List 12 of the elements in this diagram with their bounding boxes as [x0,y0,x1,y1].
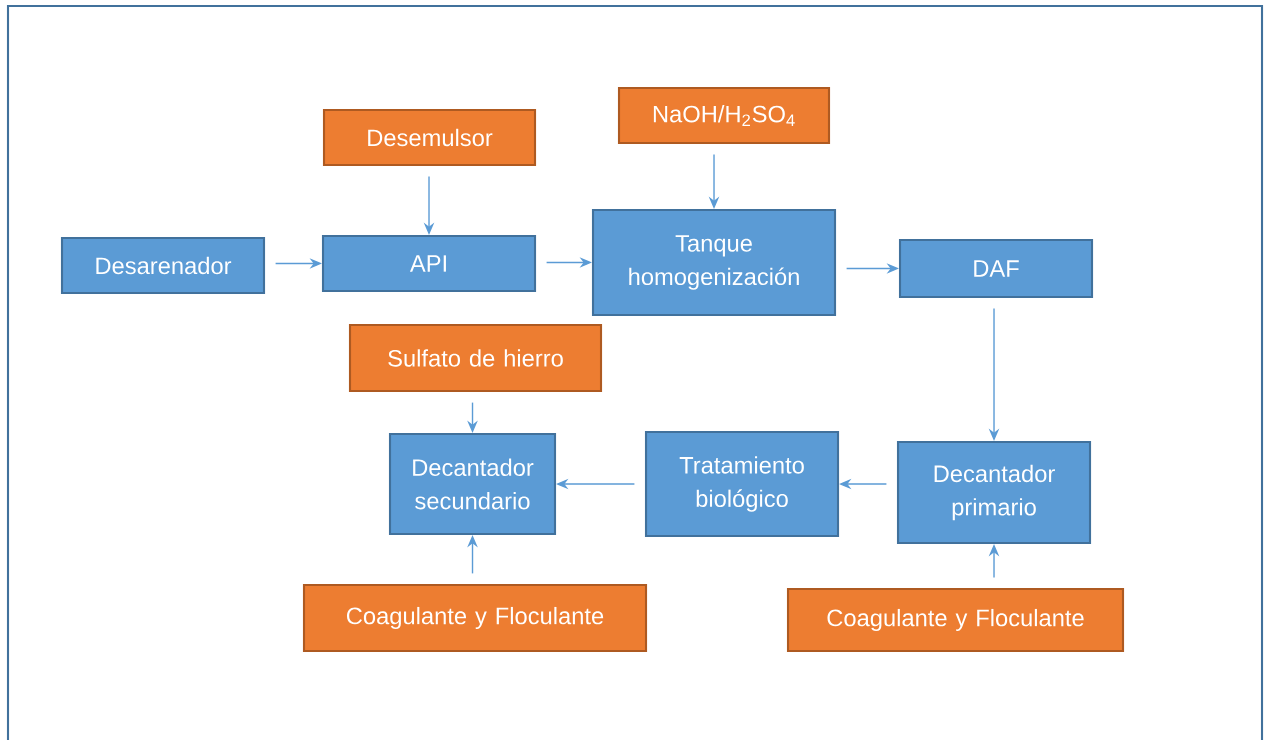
process-box: Desarenador [60,236,266,295]
process-box: Tratamiento biológico [644,430,840,538]
process-box: Decantador primario [896,440,1092,545]
reagent-box: Coagulante y Floculante [302,583,648,653]
reagent-box: Desemulsor [322,108,537,167]
reagent-box: Coagulante y Floculante [786,587,1125,653]
process-box: API [321,234,537,293]
process-box: Decantador secundario [388,432,557,536]
process-box: DAF [898,238,1094,299]
process-box: Tanque homogenización [591,208,837,317]
reagent-box: NaOH/H$_{2}$SO$_{4}$ [617,86,831,145]
reagent-box: Sulfato de hierro [348,323,603,393]
